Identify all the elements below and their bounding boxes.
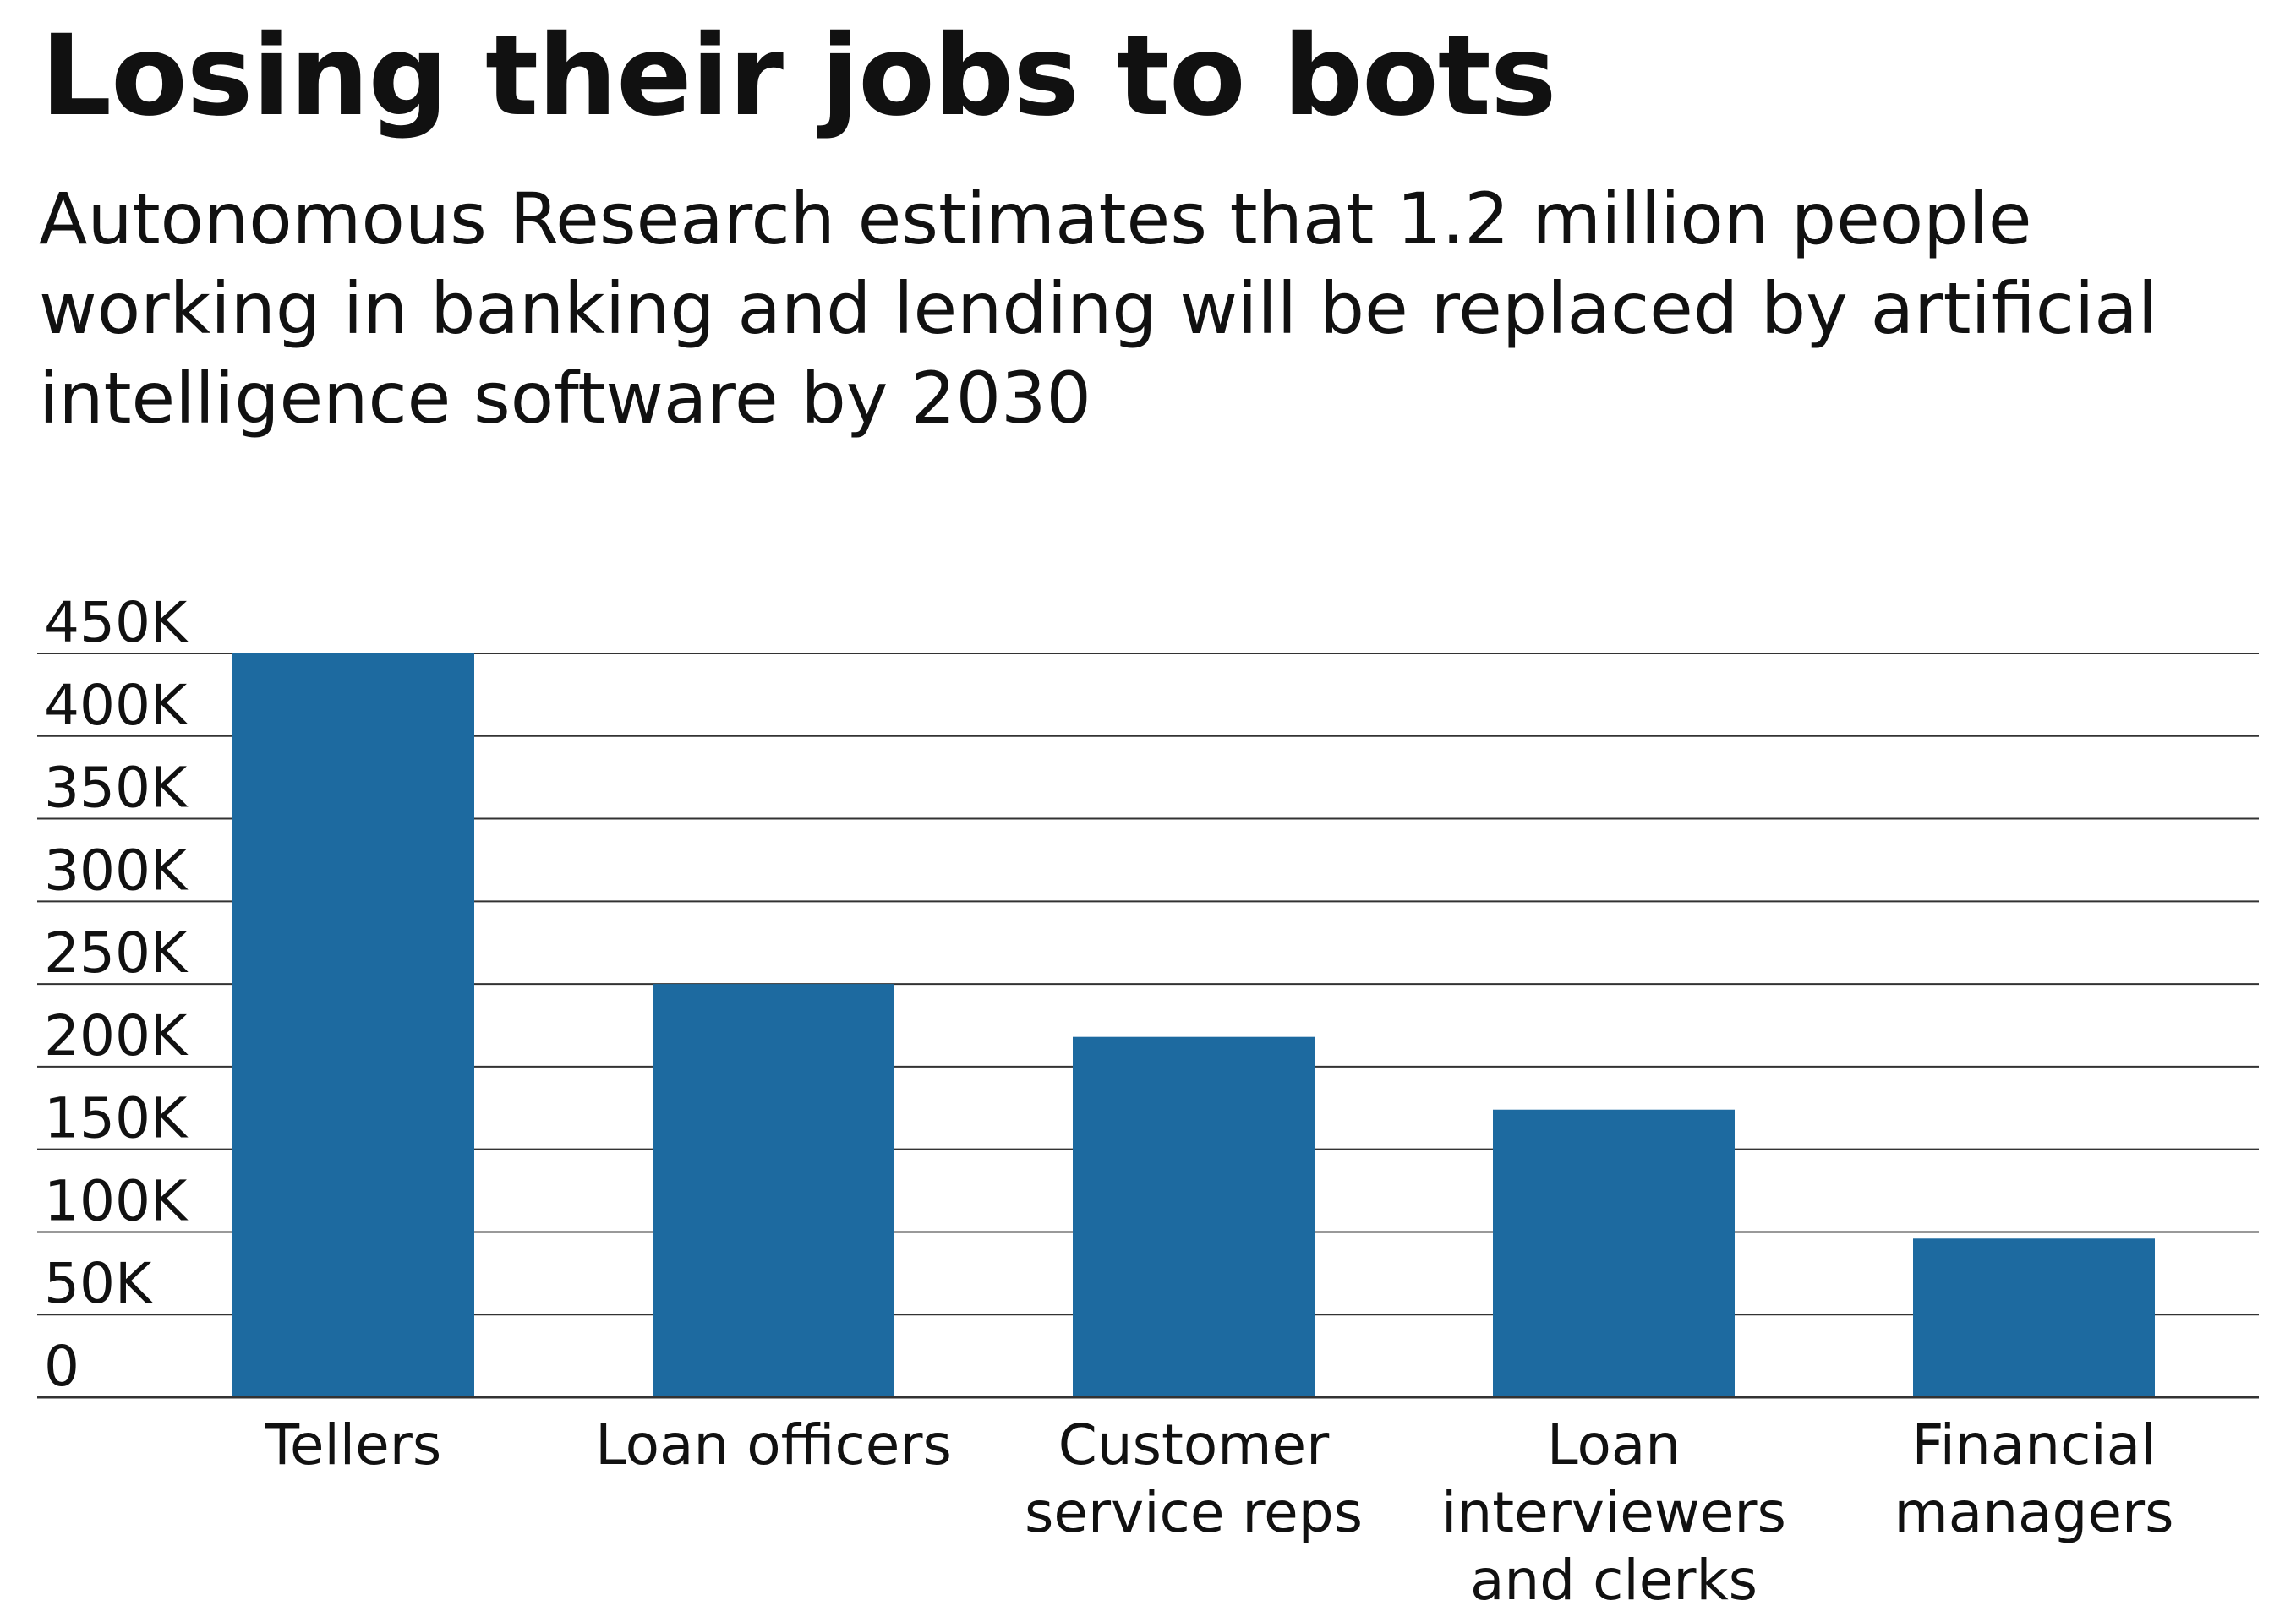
y-tick-label: 100K [44, 1168, 189, 1233]
y-tick-label: 250K [44, 920, 189, 986]
y-tick-label: 0 [44, 1334, 79, 1399]
bar [1493, 1109, 1735, 1397]
bars [232, 653, 2155, 1397]
y-tick-label: 300K [44, 838, 189, 903]
y-tick-label: 50K [44, 1251, 153, 1316]
x-category-label-line: service reps [1025, 1480, 1363, 1545]
bar [232, 653, 474, 1397]
y-tick-label: 400K [44, 673, 189, 738]
y-axis-tick-labels: 0 50K 100K 150K 200K 250K 300K 350K 400K 450K [44, 590, 189, 1399]
y-tick-label: 350K [44, 756, 189, 821]
chart-subtitle: Autonomous Research estimates that 1.2 m… [39, 178, 2158, 440]
y-tick-label: 150K [44, 1086, 189, 1151]
x-category-label-line: and clerks [1470, 1548, 1758, 1613]
y-tick-label: 200K [44, 1003, 189, 1068]
x-category-label: Loan officers [595, 1412, 952, 1478]
y-tick-label: 450K [44, 590, 189, 655]
x-category-label-line: Customer [1058, 1412, 1330, 1478]
bar [1073, 1036, 1315, 1397]
x-category-label: Tellers [265, 1412, 442, 1478]
bar [653, 984, 894, 1397]
x-category-label-line: Tellers [265, 1412, 442, 1478]
x-category-label-line: interviewers [1441, 1480, 1786, 1545]
chart-title: Losing their jobs to bots [41, 11, 1556, 141]
bar [1913, 1238, 2155, 1397]
x-category-label-line: Loan officers [595, 1412, 952, 1478]
x-category-label-line: Financial [1911, 1412, 2156, 1478]
x-category-label-line: managers [1894, 1480, 2173, 1545]
x-category-label-line: Loan [1547, 1412, 1681, 1478]
